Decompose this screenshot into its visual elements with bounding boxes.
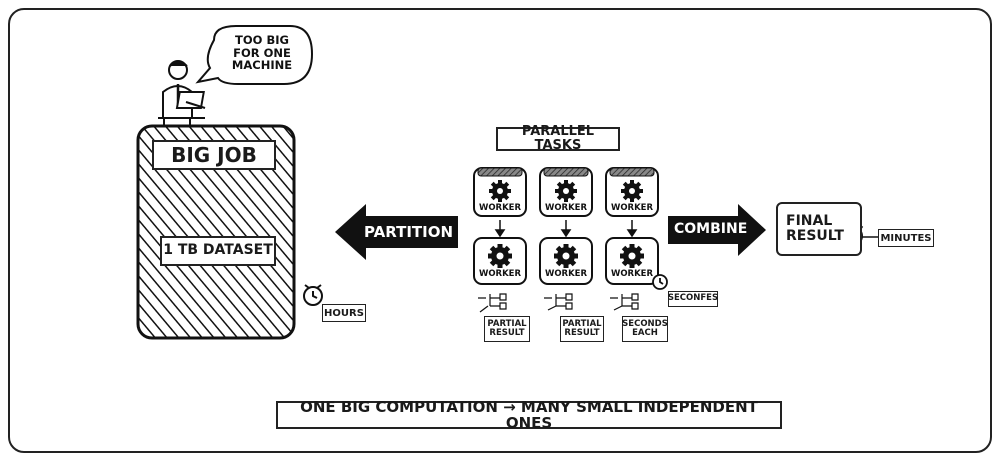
clock-icon-hours xyxy=(303,284,323,306)
worker-label: WORKER xyxy=(478,269,522,279)
gear-icons xyxy=(488,180,644,268)
person-icon xyxy=(158,60,206,126)
mini-sketches xyxy=(478,293,639,313)
combine-label: COMBINE xyxy=(674,221,748,237)
speech-bubble xyxy=(195,25,314,85)
seconds-badge: SECONFES xyxy=(668,291,718,307)
partial-result-note: PARTIAL RESULT xyxy=(560,316,604,342)
partition-arrow xyxy=(335,204,458,260)
dataset-label: 1 TB DATASET xyxy=(160,236,276,266)
parallel-tasks-title: PARALLEL TASKS xyxy=(496,124,620,153)
minutes-badge: MINUTES xyxy=(878,229,934,247)
down-arrows xyxy=(494,220,638,238)
hours-badge: HOURS xyxy=(322,304,366,322)
big-job-block xyxy=(136,124,296,340)
worker-label: WORKER xyxy=(478,203,522,213)
speech-text: TOO BIG FOR ONE MACHINE xyxy=(231,33,293,73)
final-result-box: FINAL RESULT xyxy=(776,202,862,256)
big-job-title: BIG JOB xyxy=(152,140,276,170)
seconds-each-note: SECONDS EACH xyxy=(622,316,668,342)
final-result-text: FINAL RESULT xyxy=(786,212,844,244)
worker-label: WORKER xyxy=(544,269,588,279)
partition-label: PARTITION xyxy=(364,223,454,241)
clock-icon-seconds xyxy=(652,274,668,290)
worker-label: WORKER xyxy=(610,203,654,213)
partial-result-note: PARTIAL RESULT xyxy=(484,316,530,342)
combine-arrow xyxy=(668,204,766,256)
worker-label: WORKER xyxy=(544,203,588,213)
worker-label: WORKER xyxy=(610,269,654,279)
caption: ONE BIG COMPUTATION → MANY SMALL INDEPEN… xyxy=(276,398,782,431)
